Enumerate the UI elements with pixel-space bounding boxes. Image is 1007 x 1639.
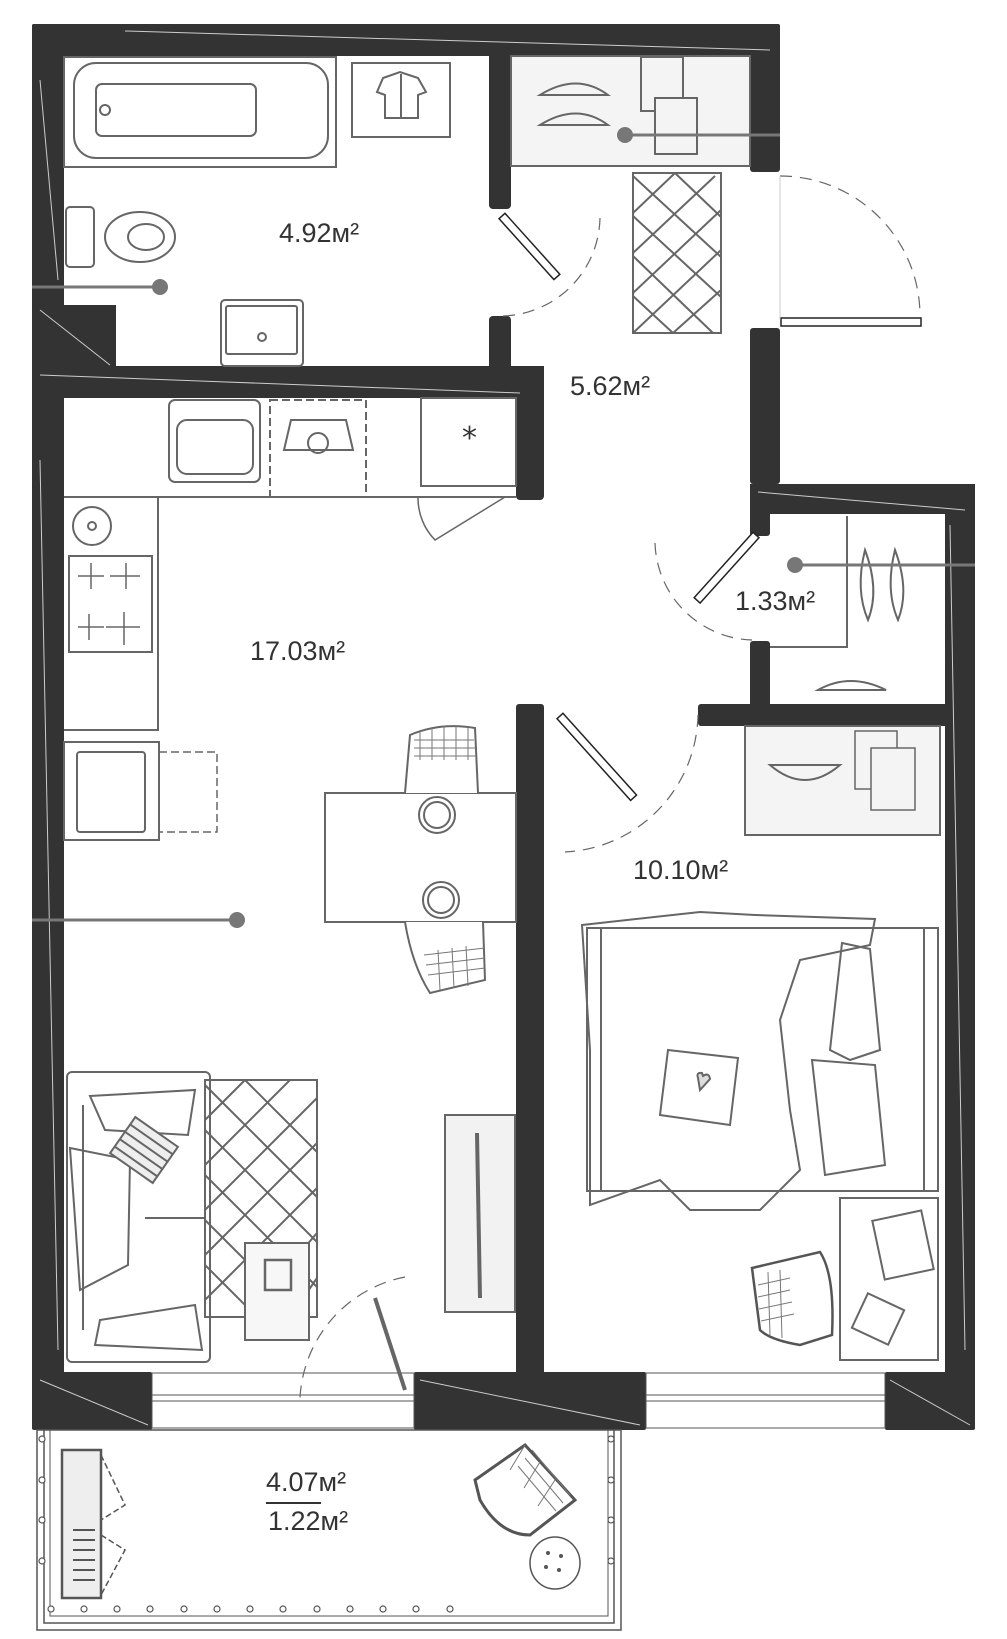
dining-table xyxy=(324,792,517,923)
living-area xyxy=(66,1071,516,1363)
balcony-fraction-line xyxy=(266,1502,321,1504)
room-area-closet: 1.33м² xyxy=(735,586,816,616)
cooktop xyxy=(68,555,153,653)
room-area-bathroom: 4.92м² xyxy=(279,218,360,248)
striped-pillow xyxy=(108,1115,180,1185)
bathroom-sink xyxy=(220,299,304,367)
heart-pillow xyxy=(658,1048,740,1127)
hall-wardrobe xyxy=(510,55,751,334)
toilet-tank xyxy=(65,206,95,268)
room-area-bedroom: 10.10м² xyxy=(633,855,729,885)
room-area-hallway: 5.62м² xyxy=(570,371,651,401)
toilet-bowl xyxy=(104,211,176,263)
doors xyxy=(299,175,922,1399)
balcony-shelf xyxy=(60,1448,103,1600)
sofa xyxy=(66,1071,211,1363)
closet-furniture xyxy=(770,516,905,691)
coffee-table xyxy=(244,1242,310,1341)
railing-posts xyxy=(38,1435,615,1613)
room-area-balcony: 4.07м² xyxy=(266,1467,347,1497)
bathroom-furniture xyxy=(63,56,451,367)
oven xyxy=(63,741,160,841)
room-area-kitchen-living: 17.03м² xyxy=(250,636,346,666)
fridge xyxy=(420,397,517,487)
laptop xyxy=(871,1209,935,1281)
svg-text:*: * xyxy=(462,421,477,456)
kettle xyxy=(72,506,112,546)
kitchen-sink xyxy=(168,399,261,483)
windows xyxy=(151,1372,886,1429)
bedroom-furniture xyxy=(580,725,941,1361)
washing-machine xyxy=(351,62,451,138)
balcony-chair xyxy=(473,1443,578,1537)
room-area-balcony-reduced: 1.22м² xyxy=(268,1506,349,1536)
balcony xyxy=(36,1429,622,1631)
bathtub xyxy=(63,56,337,168)
office-chair xyxy=(750,1250,834,1347)
pouf xyxy=(529,1536,581,1590)
wall-hatching xyxy=(39,30,971,1426)
dishwasher xyxy=(269,399,367,498)
dining-area xyxy=(324,725,517,995)
dining-chair xyxy=(404,921,487,995)
kitchen-furniture: * xyxy=(63,397,517,841)
room-markers xyxy=(32,127,975,928)
double-bed xyxy=(580,910,939,1211)
book xyxy=(850,1291,906,1347)
dining-chair xyxy=(404,725,479,794)
